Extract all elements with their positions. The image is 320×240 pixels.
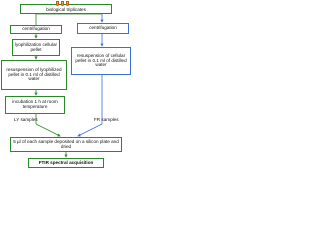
tube-icon <box>66 1 69 6</box>
arrow-fr-to-deposit <box>77 123 103 137</box>
ftir-label: FTIR spectral acquisition <box>38 159 94 165</box>
right-resuspension-box: resuspension of cellular pellet in 0.1 m… <box>71 47 131 75</box>
deposit-box: 5 µl of each sample deposited on a silic… <box>10 137 122 152</box>
arrow-ly-to-deposit <box>35 123 61 137</box>
tube-icon <box>61 1 64 6</box>
lyophilization-label: lyophilization cellular pellet <box>14 41 58 52</box>
ftir-box: FTIR spectral acquisition <box>28 158 104 168</box>
sample-tubes-icon <box>56 1 69 6</box>
flowchart: biological triplicates centrifugation ly… <box>0 0 132 189</box>
incubation-label: incubation 1 h at room temperature <box>12 99 58 109</box>
right-centrifugation-box: centrifugation <box>77 23 129 34</box>
lyophilization-box: lyophilization cellular pellet <box>12 39 60 56</box>
left-centrifugation-box: centrifugation <box>10 25 62 34</box>
fr-samples-label: FR samples <box>94 117 119 122</box>
deposit-label: 5 µl of each sample deposited on a silic… <box>13 138 119 149</box>
right-centrifugation-label: centrifugation <box>89 25 117 31</box>
left-resuspension-box: resuspension of lyophilized pellet in 0.… <box>1 60 67 90</box>
right-resuspension-label: resuspension of cellular pellet in 0.1 m… <box>75 52 127 68</box>
incubation-box: incubation 1 h at room temperature <box>5 96 65 114</box>
tube-icon <box>56 1 59 6</box>
ly-samples-label: LY samples <box>14 117 38 122</box>
left-centrifugation-label: centrifugation <box>22 26 50 32</box>
connector-arrows <box>34 13 104 158</box>
biological-triplicates-label: biological triplicates <box>46 7 86 13</box>
left-resuspension-label: resuspension of lyophilized pellet in 0.… <box>6 66 62 82</box>
